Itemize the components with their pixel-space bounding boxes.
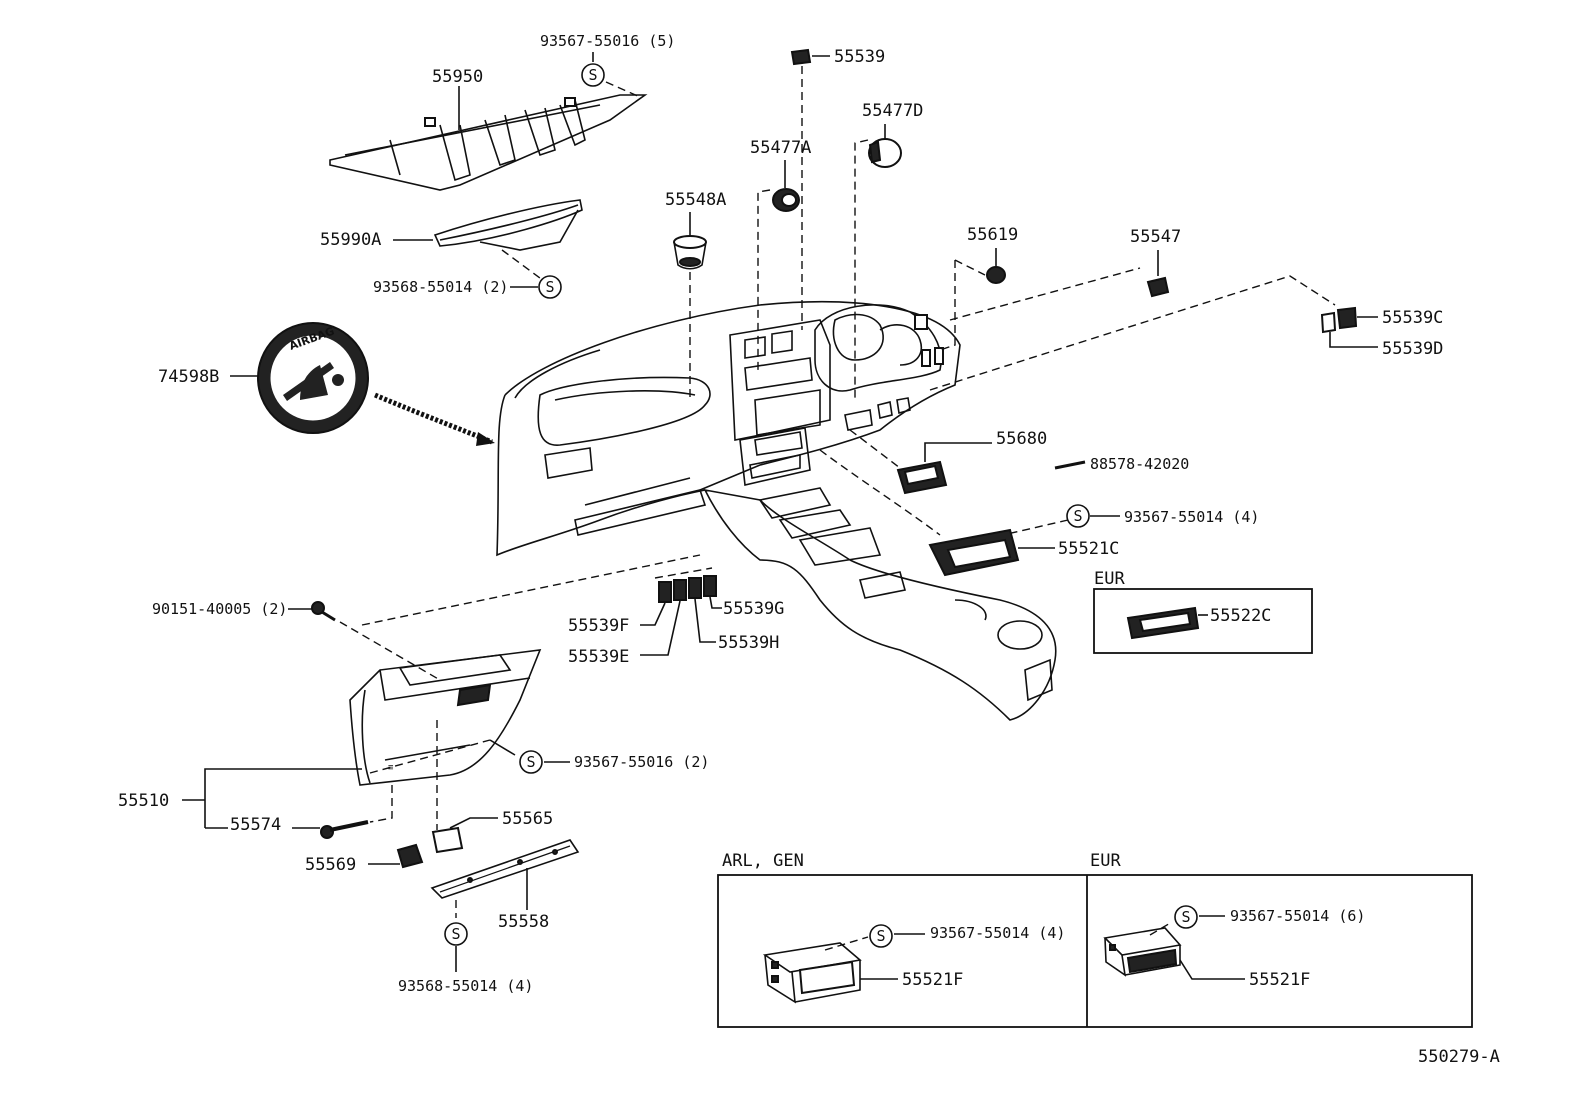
svg-text:S: S	[451, 925, 460, 943]
label-55574: 55574	[230, 815, 281, 835]
label-93567-55016-5: 93567-55016 (5)	[540, 32, 675, 50]
airbag-label-icon: AIRBAG	[257, 322, 369, 434]
label-55548A: 55548A	[665, 190, 726, 210]
part-55521F-pocket-eur	[1103, 927, 1182, 977]
svg-text:≡: ≡	[388, 763, 394, 773]
label-55521F-eur: 55521F	[1249, 970, 1310, 990]
svg-text:S: S	[526, 753, 535, 771]
variant-label-eur-top: EUR	[1094, 569, 1125, 589]
screw-symbol: S	[444, 922, 468, 946]
label-55539D: 55539D	[1382, 339, 1443, 359]
part-55565-lock	[431, 826, 464, 854]
svg-text:S: S	[588, 66, 597, 84]
label-55539F: 55539F	[568, 616, 629, 636]
svg-text:S: S	[876, 927, 885, 945]
label-55521F-arl-gen: 55521F	[902, 970, 963, 990]
part-55539C-clip	[1320, 306, 1358, 334]
label-55539E: 55539E	[568, 647, 629, 667]
part-55548A-cup	[673, 235, 707, 270]
label-93568-55014-2: 93568-55014 (2)	[373, 278, 508, 296]
part-55477D-knob	[868, 138, 902, 168]
label-55539G: 55539G	[723, 599, 784, 619]
label-55680: 55680	[996, 429, 1047, 449]
screw-symbol: S	[869, 924, 893, 948]
screw-symbol: S	[538, 275, 562, 299]
part-55521F-pocket-arl-gen	[762, 942, 862, 1004]
screw-symbol: S	[519, 750, 543, 774]
diagram-id: 550279-A	[1418, 1047, 1500, 1067]
screw-symbol: S	[581, 63, 605, 87]
screw-symbol: S	[1174, 905, 1198, 929]
part-55619-bulb	[986, 266, 1006, 284]
label-93567-55014-4b: 93567-55014 (4)	[930, 924, 1065, 942]
svg-text:S: S	[1181, 908, 1190, 926]
label-55619: 55619	[967, 225, 1018, 245]
label-93567-55016-2: 93567-55016 (2)	[574, 753, 709, 771]
label-88578-42020: 88578-42020	[1090, 455, 1189, 473]
part-90151-bolt	[311, 601, 336, 622]
label-55990A: 55990A	[320, 230, 381, 250]
label-55477D: 55477D	[862, 101, 923, 121]
part-55574-bolt	[320, 820, 369, 839]
part-55539EFGH-switch-set	[658, 575, 717, 603]
label-55569: 55569	[305, 855, 356, 875]
part-55539-clip	[790, 48, 812, 66]
part-55521C-pocket	[928, 528, 1020, 577]
label-55539: 55539	[834, 47, 885, 67]
svg-text:S: S	[545, 278, 554, 296]
label-55539H: 55539H	[718, 633, 779, 653]
svg-text:S: S	[1073, 507, 1082, 525]
label-55565: 55565	[502, 809, 553, 829]
label-93567-55014-4a: 93567-55014 (4)	[1124, 508, 1259, 526]
part-55680-switch	[896, 460, 948, 495]
label-55521C: 55521C	[1058, 539, 1119, 559]
label-55950: 55950	[432, 67, 483, 87]
part-55522C-pocket	[1126, 606, 1200, 640]
label-90151-40005-2: 90151-40005 (2)	[152, 600, 287, 618]
label-93568-55014-4: 93568-55014 (4)	[398, 977, 533, 995]
label-55539C: 55539C	[1382, 308, 1443, 328]
label-55522C: 55522C	[1210, 606, 1271, 626]
part-55950-duct	[329, 94, 648, 191]
part-88578-wire	[1054, 460, 1086, 470]
part-55990A-bracket	[433, 199, 583, 251]
label-55558: 55558	[498, 912, 549, 932]
screw-symbol: S	[1066, 504, 1090, 528]
eur-variant-box-top	[1093, 588, 1313, 654]
label-74598B: 74598B	[158, 367, 219, 387]
label-55510: 55510	[118, 791, 169, 811]
part-55510-glove-box: ≡	[349, 649, 542, 786]
label-55547: 55547	[1130, 227, 1181, 247]
part-55547-cap	[1146, 276, 1170, 298]
label-55477A: 55477A	[750, 138, 811, 158]
variant-label-eur-bottom: EUR	[1090, 851, 1121, 871]
part-55477A-knob	[772, 188, 800, 212]
variant-label-arl-gen: ARL, GEN	[722, 851, 804, 871]
variant-box-bottom	[717, 874, 1473, 1028]
part-55558-bracket	[430, 839, 580, 899]
label-93567-55014-6: 93567-55014 (6)	[1230, 907, 1365, 925]
arrow-to-panel	[374, 392, 493, 445]
instrument-panel	[496, 301, 1057, 721]
part-55569-latch	[396, 843, 424, 869]
